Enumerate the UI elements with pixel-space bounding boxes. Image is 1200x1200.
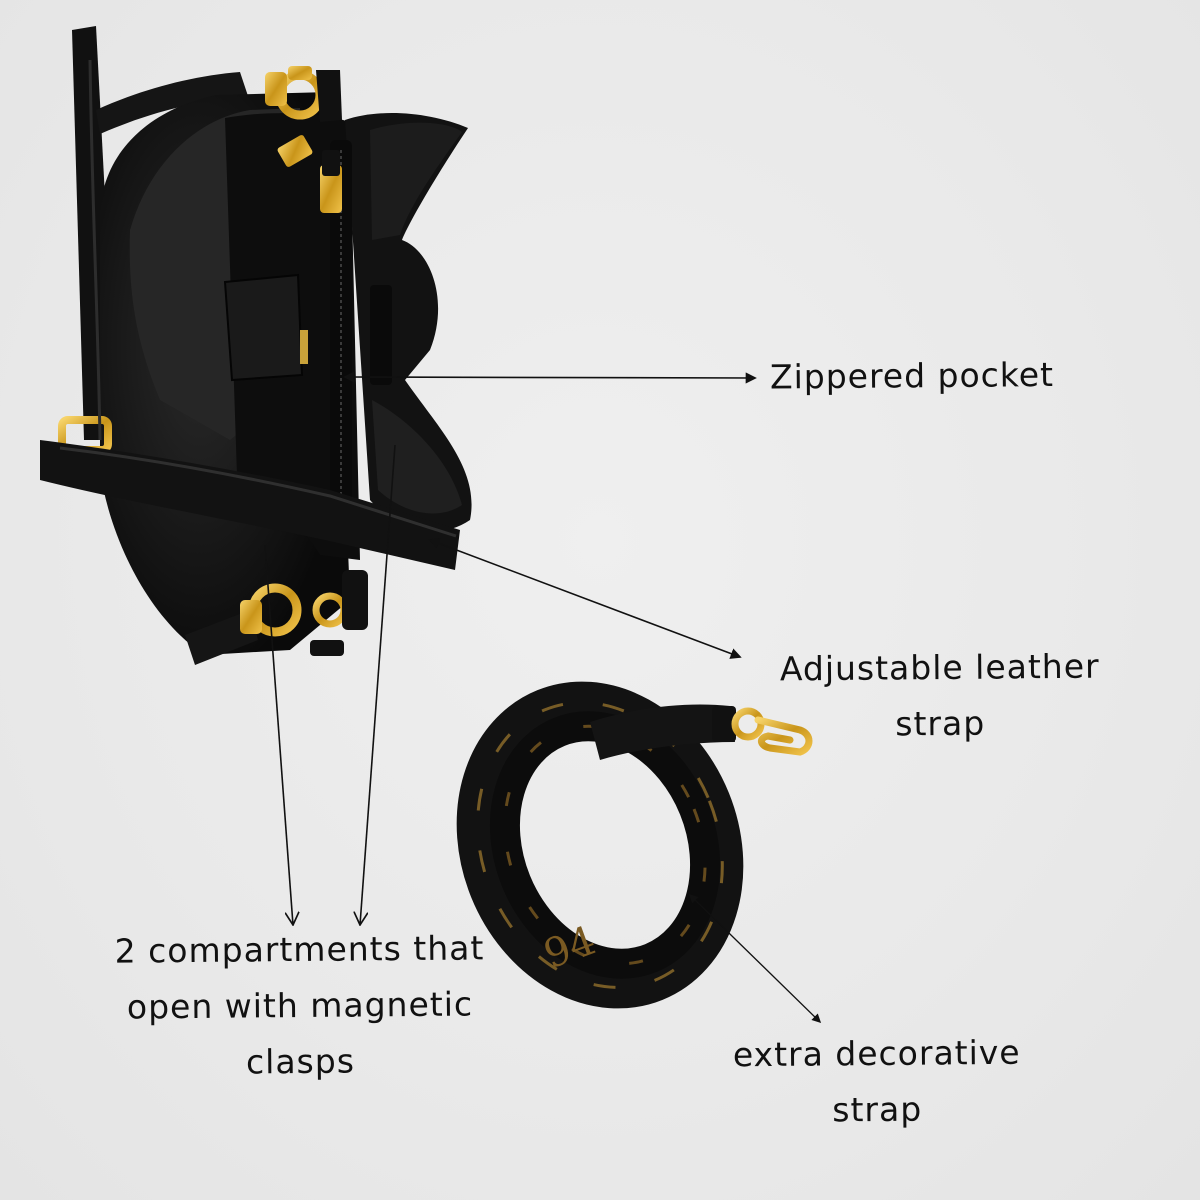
zipper-track: [330, 140, 352, 540]
arrow-extra-strap: [688, 893, 822, 1024]
label-extra-strap: extra decorative strap: [712, 1025, 1043, 1140]
label-compartments-line1: 2 compartments that: [114, 928, 485, 971]
label-adjustable-strap-line1: Adjustable leather: [779, 646, 1100, 689]
label-zippered-pocket-text: Zippered pocket: [769, 355, 1055, 397]
arrow-adjustable-strap: [428, 538, 742, 659]
label-compartments: 2 compartments that open with magnetic c…: [94, 920, 505, 1092]
label-zippered-pocket: Zippered pocket: [770, 347, 1110, 406]
strap-clasp: [731, 707, 765, 741]
arrow-compartment-left: [264, 544, 293, 925]
label-compartments-line2: open with magnetic: [126, 984, 474, 1027]
zipper-pull: [277, 135, 313, 167]
label-compartments-line3: clasps: [245, 1041, 356, 1082]
arrow-compartment-right: [360, 444, 396, 925]
annotation-arrows: [264, 371, 822, 1024]
label-extra-strap-line1: extra decorative: [732, 1032, 1021, 1075]
bag-image: [40, 26, 472, 665]
shoulder-strap: [40, 440, 460, 570]
label-adjustable-strap: Adjustable leather strap: [760, 638, 1121, 753]
arrow-zippered-pocket: [343, 371, 757, 384]
label-adjustable-strap-line2: strap: [895, 703, 986, 744]
label-extra-strap-line2: strap: [832, 1089, 923, 1130]
decorative-strap-image: 94: [456, 681, 813, 1009]
